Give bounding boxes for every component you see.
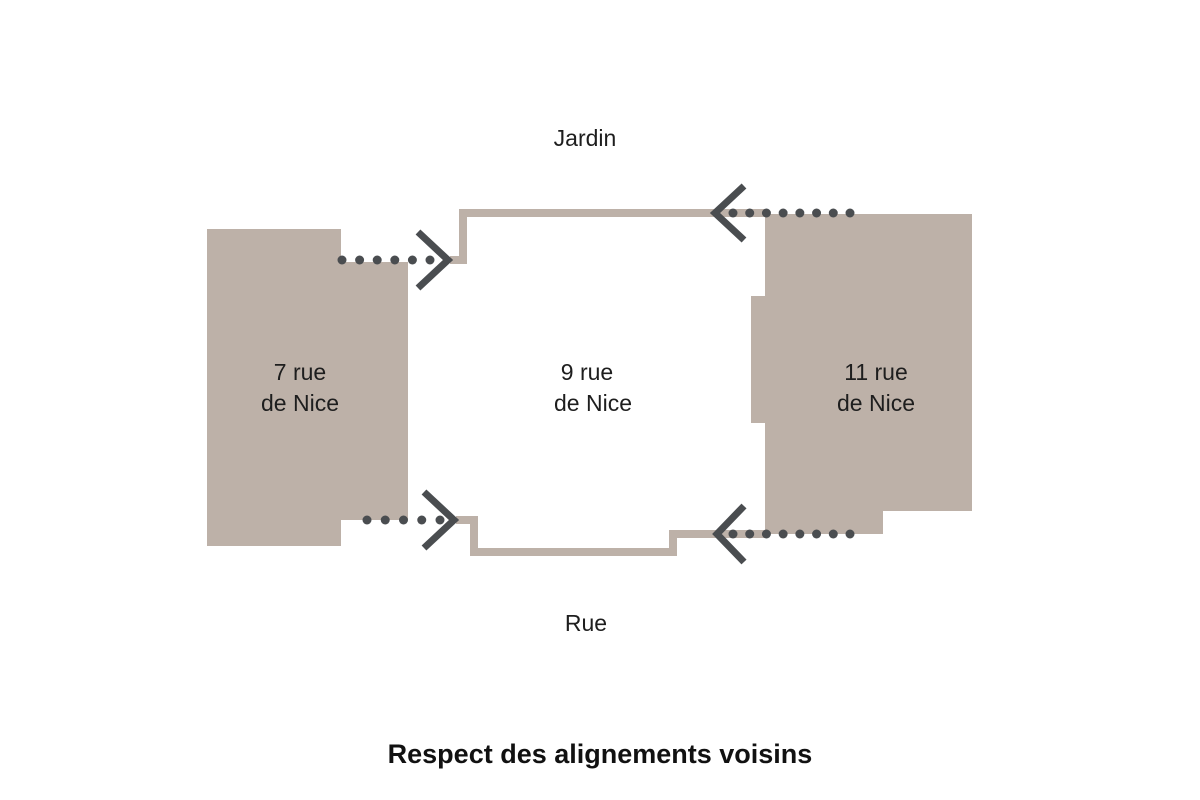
left-building-label-1: 7 rue: [274, 359, 326, 385]
right-building-label-2: de Nice: [837, 390, 915, 416]
center-building-label-2: de Nice: [554, 390, 632, 416]
alignment-dot: [812, 529, 822, 539]
alignment-dot: [435, 515, 445, 525]
alignment-dot: [380, 515, 390, 525]
arrow-right-icon: [415, 229, 454, 291]
alignment-dot: [778, 529, 788, 539]
arrow-left-icon: [709, 183, 747, 243]
arrow-right-icon: [421, 489, 460, 551]
label-rue: Rue: [565, 610, 607, 636]
alignment-dot: [417, 515, 427, 525]
caption: Respect des alignements voisins: [388, 739, 813, 769]
alignment-dot: [390, 255, 400, 265]
alignment-dot: [372, 255, 382, 265]
alignment-dot: [828, 208, 838, 218]
alignment-dot: [399, 515, 408, 525]
alignment-dot: [728, 208, 738, 218]
alignment-dot: [337, 255, 347, 265]
center-building-label-1: 9 rue: [561, 359, 613, 385]
alignment-dot: [407, 255, 417, 265]
label-jardin: Jardin: [554, 125, 617, 151]
alignment-dot: [362, 515, 372, 525]
center-building-outline-bottom: [456, 516, 765, 556]
alignment-dot: [845, 529, 855, 539]
arrow-left-icon: [712, 503, 747, 565]
alignment-dot: [761, 208, 771, 218]
alignment-dot: [355, 255, 365, 265]
alignment-dot: [812, 208, 822, 218]
alignment-dot: [745, 208, 755, 218]
left-building-label-2: de Nice: [261, 390, 339, 416]
alignment-dot: [795, 529, 805, 539]
right-building-label-1: 11 rue: [844, 359, 908, 385]
alignment-dot: [828, 529, 838, 539]
alignment-dot: [795, 208, 805, 218]
center-building-outline: [450, 209, 765, 264]
alignment-dot: [761, 529, 771, 539]
alignment-dot: [778, 208, 788, 218]
alignment-dot: [845, 208, 855, 218]
alignment-dot: [745, 529, 755, 539]
right-building: [751, 214, 972, 534]
alignment-dot: [425, 255, 435, 265]
left-building: [207, 229, 408, 546]
alignment-dot: [728, 529, 738, 539]
